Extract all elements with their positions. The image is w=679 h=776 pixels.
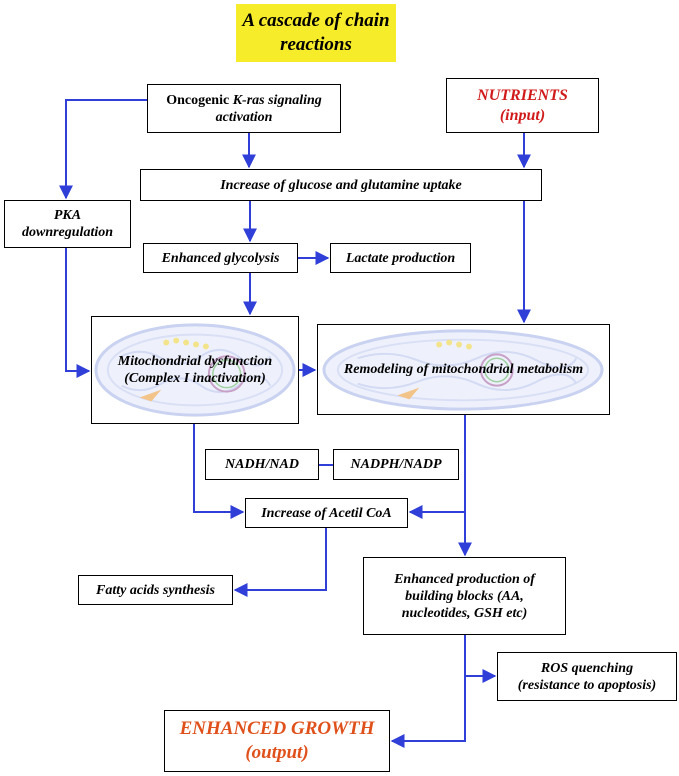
title-line-1: A cascade of chain bbox=[242, 10, 390, 31]
node-mitochondrial-dysfunction: Mitochondrial dysfunction (Complex I ina… bbox=[91, 316, 299, 424]
arrow-pka-to-mito bbox=[65, 248, 91, 378]
mitochondrion-illustration-right bbox=[322, 329, 604, 411]
mitochondrion-illustration-left bbox=[94, 323, 296, 417]
node-glucose-glutamine-uptake: Increase of glucose and glutamine uptake bbox=[140, 169, 542, 201]
pka-line-2: downregulation bbox=[21, 225, 114, 240]
arrow-building-to-ros bbox=[464, 635, 497, 683]
fatty-label: Fatty acids synthesis bbox=[95, 582, 215, 598]
diagram-title: A cascade of chain reactions bbox=[236, 4, 396, 62]
ros-line-2: (resistance to apoptosis) bbox=[517, 677, 657, 693]
arrow-kras-to-pka bbox=[59, 99, 147, 200]
pka-line-1: PKA bbox=[53, 208, 82, 223]
arrow-acetil-to-fatty bbox=[233, 528, 327, 597]
mito-dysfunction-line-2: (Complex I inactivation) bbox=[124, 371, 266, 386]
kras-line-2: activation bbox=[215, 109, 273, 125]
remodeling-label: Remodeling of mitochondrial metabolism bbox=[343, 362, 584, 377]
node-ros-quenching: ROS quenching (resistance to apoptosis) bbox=[497, 652, 677, 701]
node-acetil-coa: Increase of Acetil CoA bbox=[245, 498, 408, 528]
node-fatty-acids-synthesis: Fatty acids synthesis bbox=[78, 575, 233, 605]
uptake-label: Increase of glucose and glutamine uptake bbox=[220, 177, 462, 193]
growth-label: ENHANCED GROWTH bbox=[179, 718, 375, 739]
nadph-label: NADPH/NADP bbox=[350, 457, 442, 472]
growth-output-label: (output) bbox=[245, 742, 309, 763]
title-line-2: reactions bbox=[280, 34, 352, 55]
node-nutrients-input: NUTRIENTS (input) bbox=[446, 78, 599, 133]
building-line-1: Enhanced production of bbox=[394, 571, 535, 587]
nutrients-label: NUTRIENTS bbox=[477, 86, 568, 104]
arrow-building-to-growth bbox=[390, 676, 466, 748]
node-nadph-nadp: NADPH/NADP bbox=[333, 449, 459, 480]
node-nadh-nad: NADH/NAD bbox=[205, 449, 319, 480]
ros-line-1: ROS quenching bbox=[540, 660, 634, 676]
node-enhanced-growth-output: ENHANCED GROWTH (output) bbox=[164, 710, 390, 772]
node-enhanced-glycolysis: Enhanced glycolysis bbox=[143, 243, 298, 273]
node-lactate-production: Lactate production bbox=[330, 243, 471, 273]
nadh-label: NADH/NAD bbox=[225, 457, 299, 472]
acetil-label: Increase of Acetil CoA bbox=[261, 505, 392, 521]
node-building-blocks: Enhanced production of building blocks (… bbox=[363, 557, 566, 635]
kras-signaling: K-ras signaling bbox=[232, 92, 322, 108]
building-line-3: nucleotides, GSH etc) bbox=[401, 605, 528, 621]
kras-line-1: Oncogenic K-ras signaling bbox=[166, 92, 322, 109]
glycolysis-label: Enhanced glycolysis bbox=[161, 250, 280, 266]
lactate-label: Lactate production bbox=[345, 250, 456, 266]
node-remodeling-mitochondrial-metabolism: Remodeling of mitochondrial metabolism bbox=[317, 324, 610, 415]
building-line-2: building blocks (AA, bbox=[405, 588, 524, 604]
kras-prefix: Oncogenic bbox=[166, 92, 233, 108]
node-pka-downregulation: PKA downregulation bbox=[4, 200, 131, 248]
node-kras-activation: Oncogenic K-ras signaling activation bbox=[147, 84, 341, 133]
mito-dysfunction-line-1: Mitochondrial dysfunction bbox=[117, 354, 273, 369]
nutrients-input-label: (input) bbox=[499, 106, 546, 124]
